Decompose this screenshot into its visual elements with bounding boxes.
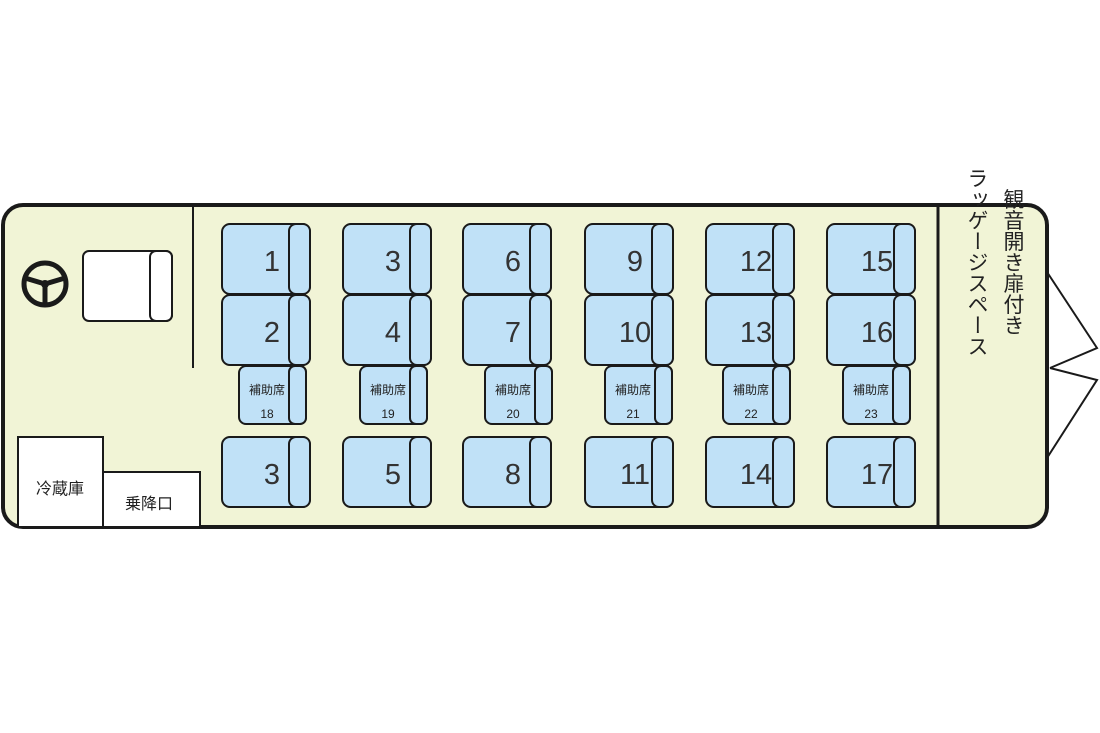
seat-number: 11 [620, 459, 650, 491]
seat-number: 3 [264, 459, 280, 491]
seat[interactable]: 13 [705, 294, 795, 366]
entrance-label: 乗降口 [125, 494, 173, 513]
aux-seat-label: 補助席 [733, 382, 769, 397]
aux-seat[interactable]: 補助席 22 [722, 365, 791, 425]
seat[interactable]: 16 [826, 294, 916, 366]
seat[interactable]: 11 [584, 436, 674, 508]
luggage-label-line1: 観音開き扉付き [1001, 189, 1025, 336]
aux-seat[interactable]: 補助席 21 [604, 365, 673, 425]
aux-seat-number: 23 [864, 407, 878, 421]
seat[interactable]: 12 [705, 223, 795, 295]
aux-seat[interactable]: 補助席 19 [359, 365, 428, 425]
seat[interactable]: 4 [342, 294, 432, 366]
seat-number: 6 [505, 246, 521, 278]
seat-number: 4 [385, 317, 401, 349]
rear-door-icon [1046, 271, 1099, 459]
seat-number: 1 [264, 246, 280, 278]
seat-number: 2 [264, 317, 280, 349]
seat-number: 16 [861, 317, 893, 349]
aux-seat-label: 補助席 [249, 382, 285, 397]
seat-number: 9 [627, 246, 643, 278]
seat-number: 17 [861, 459, 893, 491]
seat-number: 15 [861, 246, 893, 278]
seat[interactable]: 3 [342, 223, 432, 295]
fridge-label: 冷蔵庫 [36, 479, 84, 498]
aux-seat-label: 補助席 [495, 382, 531, 397]
seat-number: 7 [505, 317, 521, 349]
seat[interactable]: 17 [826, 436, 916, 508]
aux-seat-number: 20 [506, 407, 520, 421]
seat[interactable]: 3 [221, 436, 311, 508]
seat-number: 12 [740, 246, 772, 278]
seat[interactable]: 10 [584, 294, 674, 366]
seat-number: 8 [505, 459, 521, 491]
entrance-box: 乗降口 [102, 471, 201, 528]
seat[interactable]: 14 [705, 436, 795, 508]
aux-seat-label: 補助席 [853, 382, 889, 397]
aux-seat-number: 21 [626, 407, 640, 421]
fridge-box: 冷蔵庫 [17, 436, 104, 528]
seat[interactable]: 15 [826, 223, 916, 295]
seat[interactable]: 7 [462, 294, 552, 366]
aux-seat-label: 補助席 [615, 382, 651, 397]
aux-seat-number: 18 [260, 407, 274, 421]
seat[interactable]: 2 [221, 294, 311, 366]
seat-number: 14 [740, 459, 772, 491]
seat[interactable]: 8 [462, 436, 552, 508]
seat-number: 13 [740, 317, 772, 349]
seat-number: 10 [619, 317, 651, 349]
steering-wheel-icon [21, 260, 69, 308]
aux-seat-number: 19 [381, 407, 395, 421]
aux-seat-label: 補助席 [370, 382, 406, 397]
aux-seat[interactable]: 補助席 18 [238, 365, 307, 425]
seat-number: 3 [385, 246, 401, 278]
seat[interactable]: 9 [584, 223, 674, 295]
seat-number: 5 [385, 459, 401, 491]
luggage-label-line2: ラッゲージスペース [965, 168, 989, 357]
seat[interactable]: 1 [221, 223, 311, 295]
aux-seat[interactable]: 補助席 23 [842, 365, 911, 425]
seat[interactable]: 6 [462, 223, 552, 295]
seat[interactable]: 5 [342, 436, 432, 508]
driver-seat-icon [82, 250, 173, 322]
luggage-space[interactable]: 観音開き扉付き ラッゲージスペース [965, 168, 1025, 357]
aux-seat[interactable]: 補助席 20 [484, 365, 553, 425]
aux-seat-number: 22 [744, 407, 758, 421]
